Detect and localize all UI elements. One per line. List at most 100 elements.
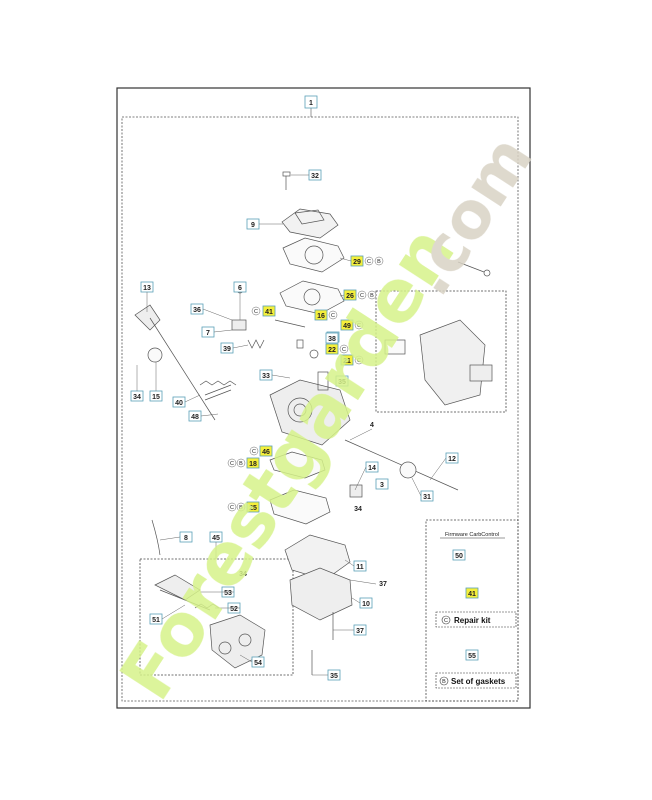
callout-15: 15 — [149, 390, 163, 402]
callout-41: C 41 — [251, 305, 276, 317]
svg-text:48: 48 — [191, 414, 199, 421]
svg-text:C: C — [331, 313, 335, 319]
svg-text:9: 9 — [251, 222, 255, 229]
svg-text:C: C — [357, 323, 361, 329]
svg-text:8: 8 — [184, 535, 188, 542]
callout-35-bottom: 35 — [312, 669, 341, 681]
svg-text:7: 7 — [206, 330, 210, 337]
svg-text:C: C — [342, 347, 346, 353]
outer-frame — [116, 87, 531, 709]
svg-text:B: B — [377, 259, 381, 265]
svg-text:C: C — [357, 358, 361, 364]
svg-text:33: 33 — [262, 373, 270, 380]
svg-text:14: 14 — [368, 465, 376, 472]
svg-text:35: 35 — [330, 673, 338, 680]
svg-text:41: 41 — [265, 309, 273, 316]
svg-text:41: 41 — [468, 591, 476, 598]
svg-text:50: 50 — [455, 553, 463, 560]
svg-text:B: B — [239, 461, 243, 467]
svg-text:15: 15 — [152, 394, 160, 401]
legend-subframe — [425, 519, 519, 702]
callout-18: C B 18 — [227, 457, 260, 469]
callout-21: 21 C — [340, 354, 364, 366]
callout-37-upper: 37 — [379, 581, 387, 588]
svg-text:54: 54 — [254, 660, 262, 667]
legend-item-55: 55 — [465, 649, 479, 661]
callout-33: 33 — [259, 369, 273, 381]
svg-text:51: 51 — [152, 617, 160, 624]
svg-text:37: 37 — [356, 628, 364, 635]
svg-text:32: 32 — [311, 173, 319, 180]
svg-text:16: 16 — [317, 313, 325, 320]
svg-text:C: C — [444, 618, 448, 624]
leader-lines — [136, 174, 447, 663]
svg-text:11: 11 — [356, 564, 364, 571]
svg-text:B: B — [370, 293, 374, 299]
svg-text:39: 39 — [223, 346, 231, 353]
callout-9: 9 — [246, 218, 260, 230]
legend: Firmware CarbControl 50 41 C Repair kit … — [435, 532, 517, 689]
watermark-com: .com — [391, 123, 547, 308]
svg-text:21: 21 — [343, 358, 351, 365]
callout-48: 48 — [188, 410, 202, 422]
svg-text:10: 10 — [362, 601, 370, 608]
callout-38: 38 — [325, 332, 339, 344]
svg-text:C: C — [254, 309, 258, 315]
callout-37: 37 — [353, 624, 367, 636]
svg-text:C: C — [252, 449, 256, 455]
svg-text:6: 6 — [238, 285, 242, 292]
callout-11: 11 — [353, 560, 367, 572]
callout-12: 12 — [445, 452, 459, 464]
svg-text:26: 26 — [346, 293, 354, 300]
callout-36: 36 — [190, 303, 204, 315]
svg-text:34: 34 — [133, 394, 141, 401]
callout-1: 1 — [309, 100, 313, 107]
svg-text:B: B — [442, 679, 446, 685]
svg-text:46: 46 — [262, 449, 270, 456]
svg-text:3: 3 — [380, 482, 384, 489]
callout-46: C 46 — [249, 445, 273, 457]
callout-31: 31 — [420, 490, 434, 502]
callout-54: 54 — [251, 656, 265, 668]
callout-25: C B 25 — [227, 501, 260, 513]
callout-29: 29 C B — [350, 255, 384, 267]
svg-text:45: 45 — [212, 535, 220, 542]
svg-text:29: 29 — [353, 259, 361, 266]
carburetor-parts-art — [134, 171, 493, 675]
legend-item-50: 50 — [452, 549, 466, 561]
callout-26: 26 C B — [343, 289, 377, 301]
svg-text:40: 40 — [175, 400, 183, 407]
callout-3: 3 — [375, 478, 389, 490]
callout-10: 10 — [359, 597, 373, 609]
firmware-title: Firmware CarbControl — [445, 532, 499, 538]
callout-35: 35 — [335, 375, 349, 387]
callout-34-lower: 34 — [354, 506, 362, 513]
svg-text:22: 22 — [328, 347, 336, 354]
callout-34: 34 — [130, 390, 144, 402]
inner-dashed-frame — [121, 116, 519, 702]
svg-text:12: 12 — [448, 456, 456, 463]
callouts-highlight: 29 C B 26 C B C 41 16 C 49 C 38 22 C 21 … — [227, 255, 384, 513]
svg-text:35: 35 — [338, 379, 346, 386]
svg-text:13: 13 — [143, 285, 151, 292]
svg-text:C: C — [360, 293, 364, 299]
svg-text:36: 36 — [193, 307, 201, 314]
callout-40: 40 — [172, 396, 186, 408]
svg-text:53: 53 — [224, 590, 232, 597]
callout-6: 6 — [233, 281, 247, 293]
callout-32: 32 — [308, 169, 322, 181]
repair-kit-label: Repair kit — [454, 616, 491, 625]
callout-14: 14 — [365, 461, 379, 473]
svg-text:B: B — [239, 505, 243, 511]
watermark-forestgarden: Forestgarden — [104, 212, 471, 714]
callout-4: 4 — [370, 422, 374, 429]
callout-7: 7 — [201, 326, 215, 338]
callout-16: 16 C — [314, 309, 338, 321]
legend-item-41: 41 — [465, 587, 479, 599]
svg-text:18: 18 — [249, 461, 257, 468]
callout-49: 49 C — [340, 319, 364, 331]
callout-39: 39 — [220, 342, 234, 354]
svg-text:C: C — [230, 505, 234, 511]
callout-22: 22 C — [325, 343, 349, 355]
